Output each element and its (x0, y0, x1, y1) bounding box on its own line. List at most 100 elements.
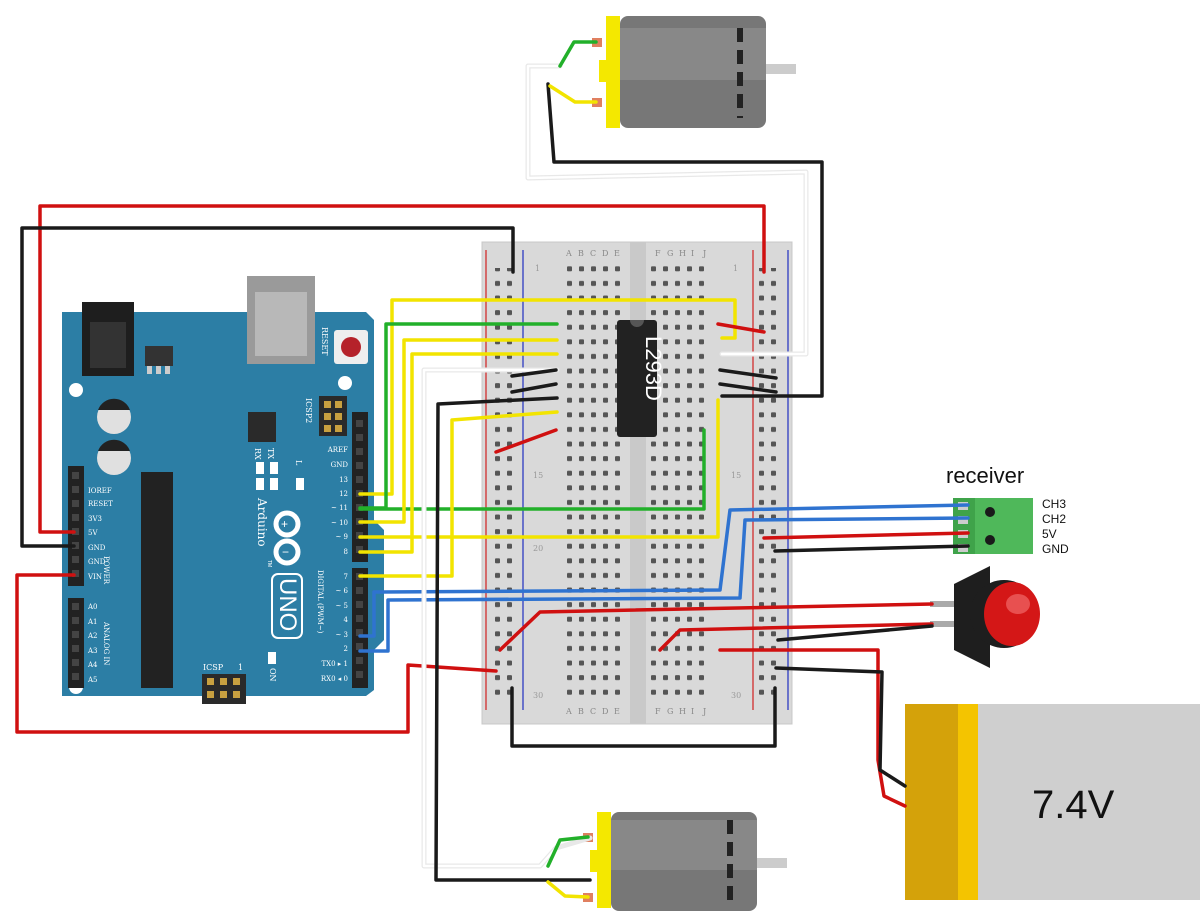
tm-label: TM (266, 560, 272, 567)
wire-pin3-blue (358, 503, 970, 638)
row-15-left: 15 (533, 471, 543, 480)
pin-6: ~ 6 (335, 587, 348, 595)
pin-vin: VIN (87, 573, 102, 581)
receiver-pin-5v: 5V (1042, 527, 1057, 541)
wire-battery-red (718, 648, 907, 808)
wire-battery-black (774, 666, 907, 788)
jumper-red-1 (716, 322, 766, 334)
power-label: POWER (102, 556, 110, 585)
pin-5: ~ 5 (335, 602, 348, 610)
pin-5v: 5V (88, 529, 98, 537)
row-15-right: 15 (731, 471, 741, 480)
receiver-module: receiver CH3 CH2 5V GND (946, 463, 1069, 556)
jumper-black-3 (718, 368, 778, 380)
pin-4: 4 (344, 616, 349, 624)
push-button-switch[interactable] (930, 566, 1040, 668)
motor-top (592, 16, 796, 128)
wire-pin10-yellow (358, 338, 559, 524)
rx-label: RX (253, 448, 262, 460)
wire-button-black (776, 624, 934, 642)
pin-aref: AREF (327, 446, 348, 454)
pin-13: 13 (339, 476, 348, 484)
digital-label: DIGITAL (PWM~) (316, 570, 324, 634)
pin-3: ~ 3 (335, 631, 348, 639)
wire-button-red-b (658, 622, 934, 652)
jumper-black-2 (510, 382, 558, 394)
col-c: C (590, 249, 596, 258)
pin-10: ~ 10 (331, 519, 348, 527)
breadboard-column-letters-top: A B C D E F G H I J (565, 249, 706, 258)
wire-receiver-5v (762, 531, 970, 540)
col-b: B (578, 249, 584, 258)
wire-bottom-motor-white-core (422, 368, 559, 868)
pin-gnd-1: GND (88, 544, 106, 552)
pin-1: TX0 ▸ 1 (321, 660, 348, 668)
wire-pin2-blue (358, 516, 970, 653)
breadboard-row-numbers: 1 1 15 15 20 30 30 (533, 264, 741, 700)
col-a-bottom: A (565, 707, 572, 716)
pin-a1: A1 (87, 618, 98, 626)
jumper-black-1 (510, 368, 558, 378)
col-c-bottom: C (590, 707, 596, 716)
col-j: J (702, 249, 706, 258)
pin-8: 8 (344, 548, 348, 556)
power-header: IOREF RESET 3V3 5V GND GND VIN POWER (68, 466, 113, 586)
wire-top-motor-yellow (548, 84, 598, 104)
wire-top-motor-black (546, 82, 824, 398)
l-led-label: L (294, 460, 303, 466)
wire-bottom-motor-black (434, 396, 592, 882)
breadboard-column-letters-bottom: A B C D E F G H I J (565, 707, 706, 716)
analog-header: A0 A1 A2 A3 A4 A5 ANALOG IN (68, 598, 110, 688)
wire-receiver-gnd (773, 544, 970, 553)
pin-ioref: IOREF (88, 487, 112, 495)
tx-label: TX (266, 448, 275, 459)
wire-top-motor-white-core (526, 64, 808, 356)
jumper-red-2 (494, 428, 558, 454)
col-b-bottom: B (578, 707, 584, 716)
wire-button-red (498, 602, 934, 652)
wire-bottom-motor-green (546, 835, 590, 868)
icsp-pin1-label: 1 (238, 663, 243, 672)
wire-pin8-yellow (358, 352, 559, 554)
pin-11: ~ 11 (331, 504, 348, 512)
battery-pack: 7.4V (905, 704, 1200, 900)
reset-label: RESET (320, 327, 329, 356)
svg-text:−: − (282, 545, 289, 559)
wire-bottom-gnd-bridge (510, 686, 777, 748)
arduino-logo: Arduino + − TM UNO (255, 497, 303, 639)
pin-a3: A3 (87, 647, 98, 655)
wires (15, 40, 970, 899)
receiver-pin-gnd: GND (1042, 542, 1069, 556)
pin-3v3: 3V3 (88, 515, 102, 523)
pin-gnd-digital: GND (331, 461, 349, 469)
pin-12: 12 (339, 490, 348, 498)
receiver-pin-ch2: CH2 (1042, 512, 1066, 526)
row-1-left: 1 (535, 264, 540, 273)
wire-bottom-motor-yellow (546, 880, 590, 899)
icsp-header: ICSP 1 (202, 663, 246, 704)
jumper-black-4 (718, 382, 778, 394)
pin-2: 2 (344, 645, 348, 653)
chip-label: L293D (641, 336, 666, 401)
col-e: E (614, 249, 620, 258)
icsp2-header: ICSP2 (304, 396, 347, 436)
col-f: F (655, 249, 661, 258)
col-d-bottom: D (602, 707, 608, 716)
pin-9: ~ 9 (335, 533, 348, 541)
pin-a5: A5 (87, 676, 98, 684)
receiver-title: receiver (946, 463, 1024, 488)
col-g: G (667, 249, 673, 258)
on-led-label: ON (268, 668, 277, 682)
receiver-pin-ch3: CH3 (1042, 497, 1066, 511)
atmega-chip (141, 472, 173, 688)
col-i: I (691, 249, 694, 258)
svg-text:+: + (281, 517, 288, 531)
col-d: D (602, 249, 608, 258)
wire-pin11-green-b (358, 428, 706, 511)
col-a: A (565, 249, 572, 258)
pin-a0: A0 (87, 603, 98, 611)
icsp-label: ICSP (203, 663, 224, 672)
col-e-bottom: E (614, 707, 620, 716)
uno-model-label: UNO (274, 578, 301, 631)
